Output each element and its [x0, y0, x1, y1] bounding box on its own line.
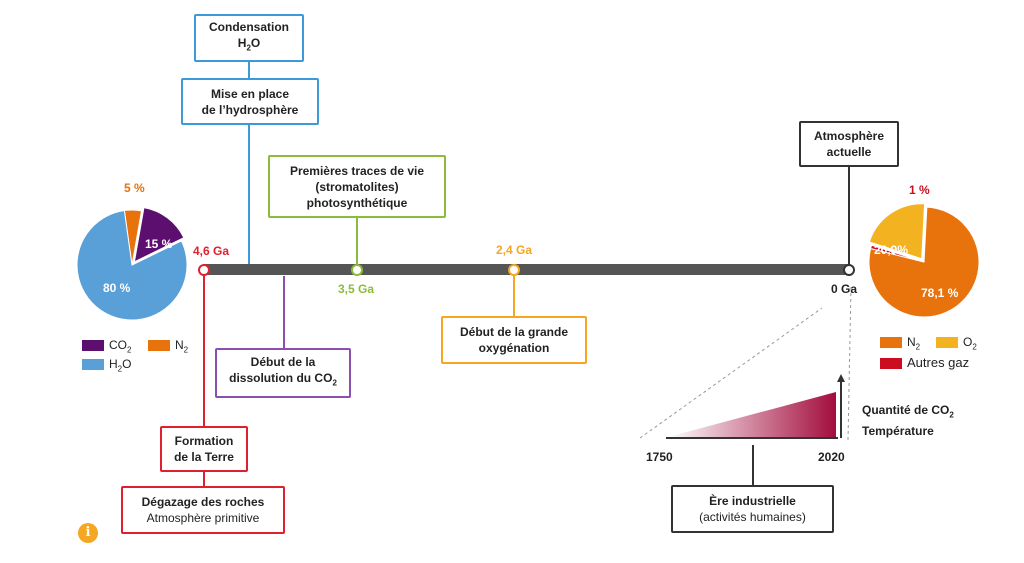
degazage-line2: Atmosphère primitive [146, 511, 260, 525]
box-industrielle: Ère industrielle (activités humaines) [671, 485, 834, 533]
hydrosphere-line2: de l’hydrosphère [201, 102, 299, 117]
timeline-marker-vie [351, 264, 363, 276]
actuelle-connector [848, 167, 850, 267]
label-4-6-ga: 4,6 Ga [193, 244, 230, 258]
legend-right-n2: N2 [880, 335, 920, 351]
swatch-h2o [82, 359, 104, 371]
pie-left-label-h2o: 80 % [103, 281, 131, 295]
dissolution-line1: Début de la [250, 355, 316, 370]
pie-atmosphere-actuelle [868, 203, 980, 318]
swatch-autres [880, 358, 902, 370]
pie-slice-h2o [76, 209, 188, 321]
legend-right-autres: Autres gaz [880, 355, 969, 370]
vie-line3: photosynthétique [306, 195, 408, 210]
oxygenation-connector [513, 276, 515, 316]
box-degazage: Dégazage des roches Atmosphère primitive [121, 486, 285, 534]
pie-right-label-n2: 78,1 % [921, 286, 959, 300]
hydrosphere-connector [248, 125, 250, 267]
hydrosphere-line1: Mise en place [210, 86, 290, 101]
box-actuelle: Atmosphère actuelle [799, 121, 899, 167]
formation-line2: de la Terre [174, 450, 234, 464]
dissolution-line2: dissolution du CO2 [229, 371, 337, 388]
industrielle-line2: (activités humaines) [699, 510, 806, 524]
industrielle-connector [752, 445, 754, 485]
condensation-title: Condensation [209, 20, 289, 35]
swatch-co2 [82, 340, 104, 352]
pie-right-label-o2: 20,9% [874, 243, 909, 257]
swatch-n2 [148, 340, 170, 352]
dissolution-connector [283, 276, 285, 348]
actuelle-line1: Atmosphère [813, 129, 884, 143]
formation-connector [203, 272, 205, 426]
vie-connector [356, 218, 358, 268]
pie-left-label-co2: 15 % [145, 237, 173, 251]
legend-left-n2: N2 [148, 338, 188, 354]
box-dissolution: Début de la dissolution du CO2 [215, 348, 351, 398]
degazage-connector [203, 470, 205, 486]
condensation-connector [248, 62, 250, 78]
zoom-line-right [847, 285, 852, 441]
timeline-marker-oxygenation [508, 264, 520, 276]
industrial-caption: Quantité de CO2 Température [862, 403, 954, 439]
pie-atmosphere-primitive [76, 207, 188, 321]
box-hydrosphere: Mise en place de l’hydrosphère [181, 78, 319, 125]
industrielle-line1: Ère industrielle [709, 494, 796, 508]
box-oxygenation: Début de la grande oxygénation [441, 316, 587, 364]
degazage-line1: Dégazage des roches [141, 495, 265, 509]
box-vie: Premières traces de vie (stromatolites) … [268, 155, 446, 218]
label-0-ga: 0 Ga [831, 282, 858, 296]
condensation-formula: H2O [237, 36, 261, 53]
pie-slice-autres-gaz [870, 244, 925, 263]
box-formation: Formation de la Terre [160, 426, 248, 472]
label-3-5-ga: 3,5 Ga [338, 282, 375, 296]
actuelle-line2: actuelle [826, 145, 872, 159]
industrial-era-graphic [639, 285, 852, 441]
pie-right-label-autres: 1 % [909, 183, 930, 197]
oxygenation-line2: oxygénation [478, 341, 550, 355]
info-icon[interactable]: i [78, 523, 98, 543]
pie-left-label-n2: 5 % [124, 181, 145, 195]
arrow-up-icon [837, 374, 845, 382]
vie-line2: (stromatolites) [315, 179, 399, 194]
legend-left-co2: CO2 [82, 338, 131, 354]
timeline-marker-actuelle [843, 264, 855, 276]
timeline-bar [203, 264, 851, 275]
pie-slice-o2 [868, 203, 926, 260]
vie-line1: Premières traces de vie [289, 163, 425, 178]
co2-temperature-ramp [668, 392, 836, 437]
swatch-o2 [936, 337, 958, 349]
oxygenation-line1: Début de la grande [459, 325, 569, 339]
pie-slice-co2 [133, 207, 185, 263]
timeline-marker-formation [198, 264, 210, 276]
zoom-line-left [639, 307, 823, 439]
year-2020: 2020 [818, 450, 845, 464]
box-condensation: Condensation H2O [194, 14, 304, 62]
legend-right-o2: O2 [936, 335, 977, 351]
year-1750: 1750 [646, 450, 673, 464]
swatch-n2-right [880, 337, 902, 349]
formation-line1: Formation [174, 434, 234, 448]
legend-left-h2o: H2O [82, 357, 131, 373]
label-2-4-ga: 2,4 Ga [496, 243, 533, 257]
